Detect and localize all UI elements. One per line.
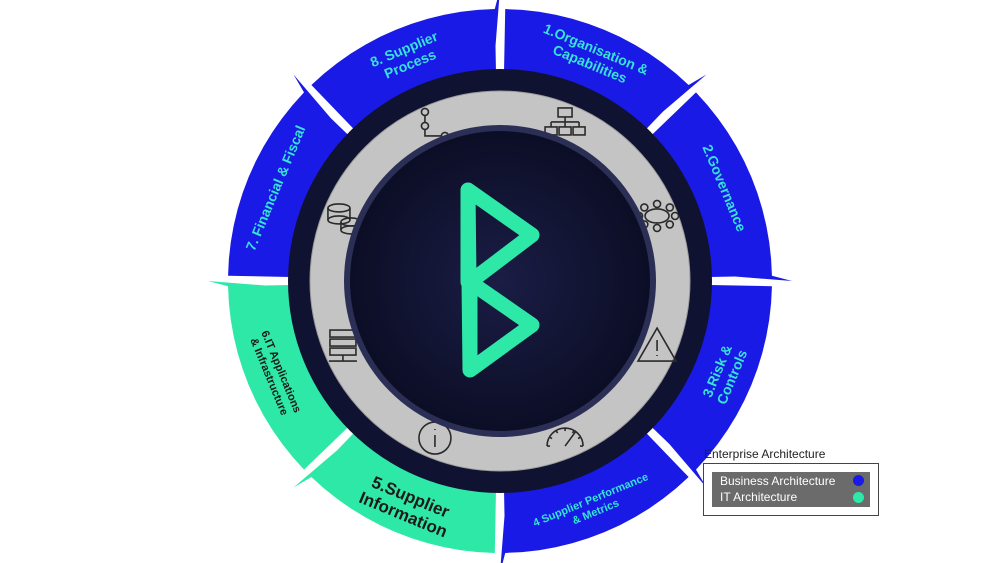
legend-it-dot <box>853 492 864 503</box>
segment-2[interactable] <box>651 92 792 281</box>
segment-7[interactable] <box>228 74 349 277</box>
legend-it-label: IT Architecture <box>720 490 798 504</box>
org-chart-icon <box>544 107 586 136</box>
gauge-icon <box>546 427 584 447</box>
legend-business-label: Business Architecture <box>720 474 836 488</box>
legend-business-dot <box>853 475 864 486</box>
logo-mark <box>460 182 540 378</box>
segment-3[interactable] <box>651 285 772 488</box>
legend: Business Architecture IT Architecture <box>703 463 879 516</box>
legend-panel: Business Architecture IT Architecture <box>712 472 870 507</box>
segment-1[interactable] <box>504 9 707 130</box>
brand-logo <box>460 182 540 378</box>
segment-5[interactable] <box>293 432 496 553</box>
warning-icon <box>636 326 678 362</box>
segment-6[interactable] <box>208 281 349 470</box>
segment-8[interactable] <box>311 0 500 130</box>
center-hub <box>350 131 650 431</box>
segments-layer <box>208 0 792 563</box>
segment-4[interactable] <box>500 432 689 563</box>
legend-title: Enterprise Architecture <box>704 447 826 461</box>
